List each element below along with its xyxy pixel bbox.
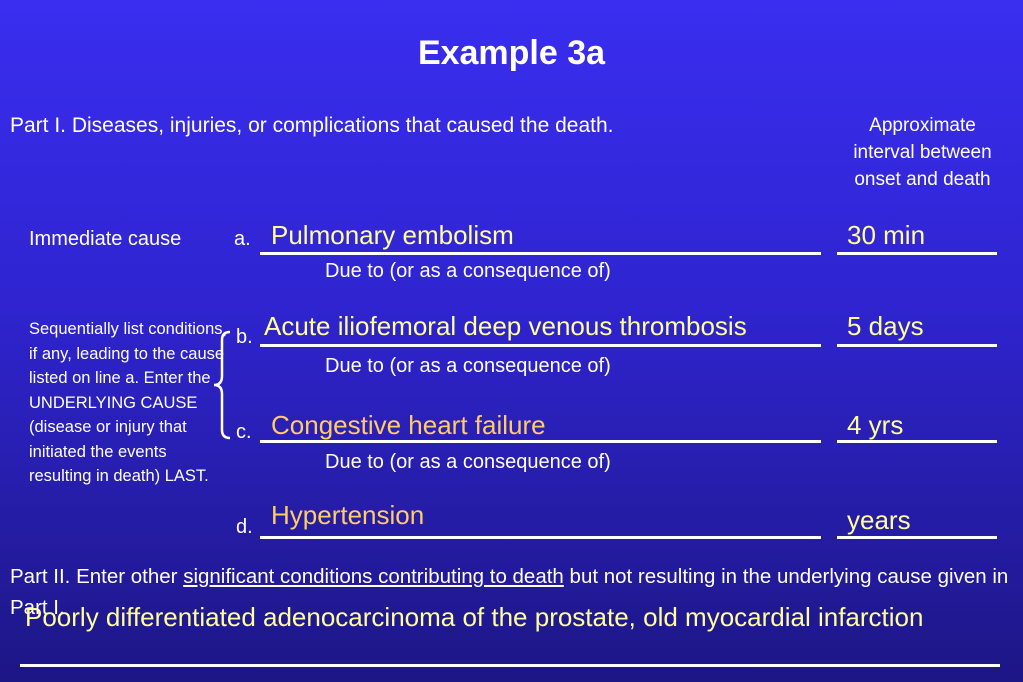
line-c-cause: Congestive heart failure bbox=[271, 410, 546, 440]
part2-underline bbox=[20, 664, 1000, 667]
part2-instructions: Part II. Enter other significant conditi… bbox=[10, 561, 1015, 623]
line-a-letter: a. bbox=[234, 228, 251, 250]
part2-prefix: Part II. Enter other bbox=[10, 565, 184, 588]
interval-heading-line-1: Approximate bbox=[869, 115, 976, 136]
interval-heading-line-3: onset and death bbox=[854, 169, 991, 190]
part1-heading: Part I. Diseases, injuries, or complicat… bbox=[10, 114, 614, 137]
line-d-cause-underline bbox=[260, 536, 821, 539]
line-c-cause-underline bbox=[260, 440, 821, 443]
line-a-interval-underline bbox=[837, 252, 997, 255]
line-d-interval-underline bbox=[837, 536, 997, 539]
line-c-interval: 4 yrs bbox=[847, 410, 904, 440]
line-b-cause: Acute iliofemoral deep venous thrombosis bbox=[264, 311, 747, 341]
due-to-label-3: Due to (or as a consequence of) bbox=[325, 451, 611, 473]
part2-value: Poorly differentiated adenocarcinoma of … bbox=[25, 602, 924, 632]
slide-title: Example 3a bbox=[417, 34, 606, 72]
line-d-cause: Hypertension bbox=[271, 500, 425, 530]
line-a-interval: 30 min bbox=[847, 220, 926, 250]
line-c-interval-underline bbox=[837, 440, 997, 443]
line-d-letter: d. bbox=[236, 516, 253, 538]
line-d-interval: years bbox=[847, 505, 911, 535]
line-c-letter: c. bbox=[236, 421, 252, 443]
line-b-letter: b. bbox=[236, 326, 253, 348]
due-to-label-1: Due to (or as a consequence of) bbox=[325, 260, 611, 282]
immediate-cause-label: Immediate cause bbox=[29, 228, 182, 250]
interval-heading: Approximate interval between onset and d… bbox=[830, 112, 1015, 193]
line-b-interval-underline bbox=[837, 344, 997, 347]
curly-brace-icon bbox=[213, 330, 231, 440]
line-a-cause: Pulmonary embolism bbox=[271, 220, 514, 250]
sequential-note: Sequentially list conditions, if any, le… bbox=[29, 320, 228, 485]
part2-underlined-text: significant conditions contributing to d… bbox=[183, 565, 564, 588]
line-b-cause-underline bbox=[260, 344, 821, 347]
due-to-label-2: Due to (or as a consequence of) bbox=[325, 355, 611, 377]
line-b-interval: 5 days bbox=[847, 311, 924, 341]
part2-suffix: but not resulting in the underlying caus… bbox=[10, 565, 1009, 619]
interval-heading-line-2: interval between bbox=[853, 142, 992, 163]
line-a-cause-underline bbox=[260, 252, 821, 255]
